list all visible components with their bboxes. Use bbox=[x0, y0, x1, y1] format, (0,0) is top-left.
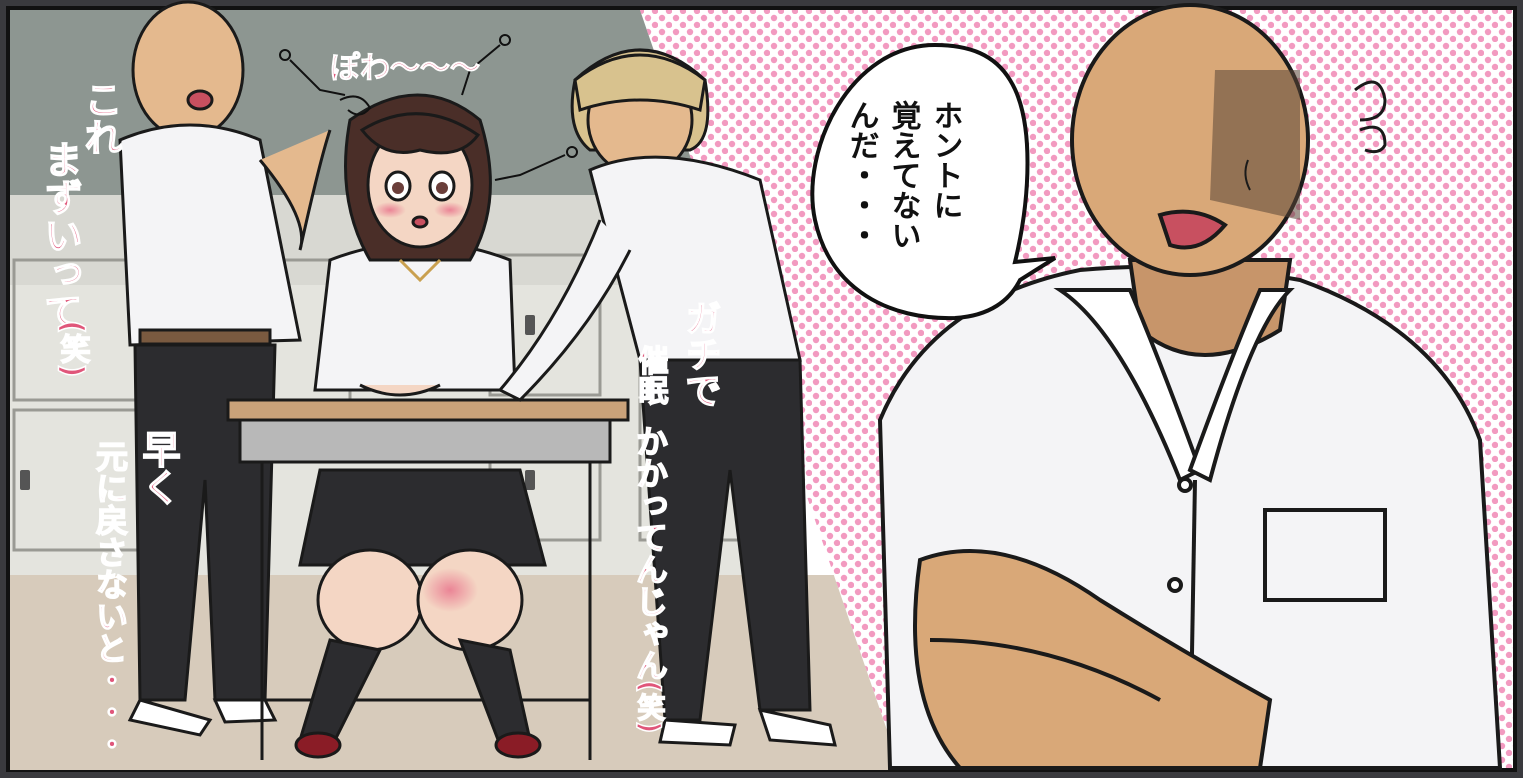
left-comment-col-3: (笑) bbox=[55, 320, 91, 377]
middle-comment-col-1: ガチで bbox=[680, 300, 721, 408]
desk bbox=[226, 398, 630, 760]
middle-comment-col-4: (笑) bbox=[634, 680, 667, 734]
speech-bubble-text: ホントに 覚えてない んだ・・・ bbox=[844, 100, 963, 250]
left-comment-col-1: これ bbox=[78, 80, 122, 156]
left-comment-2-col-2: 元に戻さないと・・・ bbox=[91, 440, 129, 760]
left-comment-2: 早く 元に戻さないと・・・ bbox=[90, 429, 181, 761]
middle-student bbox=[497, 48, 837, 747]
foreground-student bbox=[877, 3, 1503, 770]
dazed-sfx: ぽわ〜〜〜 bbox=[330, 51, 480, 86]
dazed-effect-lines bbox=[279, 34, 578, 181]
left-comment-2-col-1: 早く bbox=[136, 430, 180, 506]
middle-comment-col-2: 催眠 bbox=[633, 345, 669, 406]
speech-col-2: 覚えてない bbox=[886, 100, 922, 250]
speech-col-3: んだ・・・ bbox=[844, 100, 879, 250]
middle-comment: ガチで 催眠 かかってんじゃん (笑) bbox=[630, 299, 721, 734]
left-comment-col-2: まずいって bbox=[38, 140, 82, 330]
girl-student bbox=[294, 93, 547, 759]
left-comment-1: これ まずいって (笑) bbox=[37, 79, 123, 378]
speech-bubble bbox=[810, 42, 1057, 321]
speech-col-1: ホントに bbox=[928, 100, 963, 220]
middle-comment-col-3: かかってんじゃん bbox=[631, 425, 669, 681]
